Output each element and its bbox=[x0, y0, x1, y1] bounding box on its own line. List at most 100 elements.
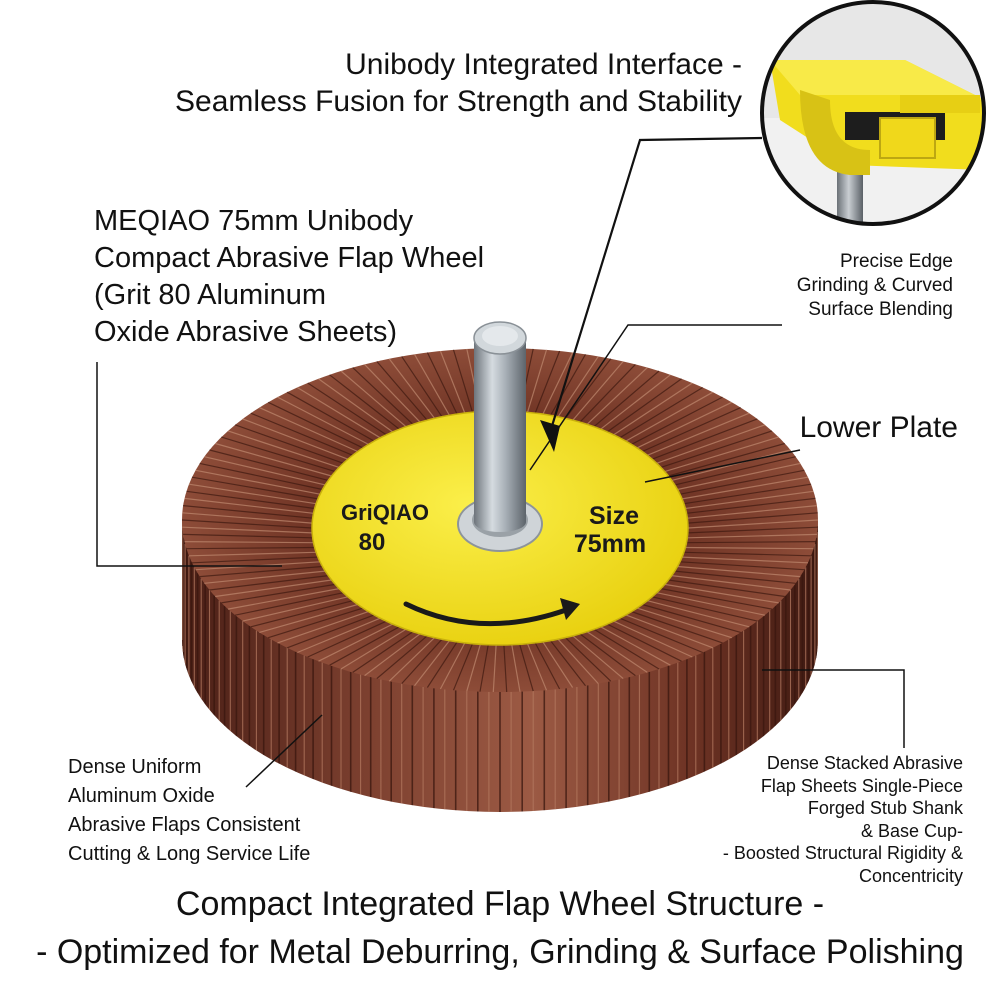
flap-line bbox=[376, 635, 428, 680]
leader-product bbox=[96, 362, 282, 567]
flap-line bbox=[364, 363, 421, 423]
flap-line bbox=[664, 436, 779, 473]
flap-line bbox=[636, 607, 732, 639]
flap-line bbox=[318, 623, 393, 662]
stack-callout-line: Forged Stub Shank bbox=[807, 798, 963, 818]
flap-line bbox=[550, 640, 586, 687]
flap-line bbox=[600, 374, 671, 430]
flap-line bbox=[204, 570, 326, 584]
flap-line bbox=[186, 546, 315, 550]
flap-line bbox=[188, 551, 317, 557]
flap-line bbox=[268, 607, 364, 639]
detail-inset-ring bbox=[760, 0, 986, 226]
detail-inset bbox=[762, 2, 984, 224]
flap-line bbox=[656, 424, 766, 464]
flap-line bbox=[572, 635, 624, 680]
flap-line bbox=[452, 349, 474, 413]
flap-line bbox=[625, 614, 714, 649]
flap-line bbox=[511, 644, 521, 692]
flap-line bbox=[631, 611, 723, 644]
flap-line bbox=[340, 370, 407, 428]
flap-line bbox=[329, 374, 400, 430]
flap-line bbox=[660, 588, 773, 610]
flap-line bbox=[188, 483, 317, 505]
flap-line bbox=[613, 382, 693, 436]
flap-line bbox=[550, 354, 587, 416]
flap-line bbox=[250, 600, 353, 628]
flap-line bbox=[184, 540, 314, 544]
flap-line bbox=[479, 644, 489, 692]
shaft-tip-face bbox=[482, 326, 518, 346]
flaps-callout-line: Dense Uniform bbox=[68, 756, 202, 778]
flap-line bbox=[352, 631, 414, 673]
flap-line bbox=[593, 370, 660, 428]
flap-line bbox=[557, 638, 599, 685]
flap-line bbox=[526, 349, 548, 413]
flap-line bbox=[191, 556, 318, 564]
stack-callout: Dense Stacked Abrasive Flap Sheets Singl… bbox=[640, 752, 963, 887]
flap-line bbox=[186, 490, 315, 510]
flap-line bbox=[204, 456, 326, 486]
flap-line bbox=[221, 583, 336, 604]
flap-line bbox=[452, 643, 474, 691]
flaps-callout-line: Aluminum Oxide bbox=[68, 785, 215, 807]
product-callout-line: MEQIAO 75mm Unibody bbox=[94, 205, 414, 237]
plate-size-value: 75mm bbox=[574, 530, 646, 558]
flap-line bbox=[250, 412, 353, 456]
shaft bbox=[474, 338, 526, 532]
flap-line bbox=[183, 505, 313, 519]
flap-line bbox=[259, 603, 358, 633]
flap-line bbox=[683, 483, 812, 505]
product-callout: MEQIAO 75mm Unibody Compact Abrasive Fla… bbox=[94, 203, 514, 351]
flap-line bbox=[625, 391, 714, 442]
flap-line bbox=[681, 476, 809, 500]
flap-line bbox=[600, 626, 671, 666]
flap-line bbox=[401, 356, 443, 418]
flap-line bbox=[619, 386, 704, 439]
flap-line bbox=[439, 350, 466, 414]
flap-line bbox=[642, 603, 741, 633]
flap-line bbox=[636, 401, 733, 449]
flap-line bbox=[683, 551, 812, 557]
flap-line bbox=[307, 620, 387, 658]
plate-size-label: Size bbox=[589, 502, 639, 530]
edge-callout: Precise Edge Grinding & Curved Surface B… bbox=[760, 250, 953, 322]
flap-line bbox=[671, 575, 791, 591]
flap-line bbox=[606, 378, 682, 433]
flap-line bbox=[277, 611, 369, 644]
flap-line bbox=[234, 424, 344, 464]
flap-rim bbox=[181, 347, 819, 693]
plate-brand: GriQIAO bbox=[341, 500, 429, 525]
flap-line bbox=[182, 526, 313, 534]
footer-line: - Optimized for Metal Deburring, Grindin… bbox=[36, 933, 964, 971]
flap-line bbox=[607, 623, 682, 662]
flap-line bbox=[668, 442, 785, 477]
flap-line bbox=[593, 628, 660, 670]
flaps-callout-line: Cutting & Long Service Life bbox=[68, 843, 311, 865]
rotation-arrow bbox=[403, 601, 569, 627]
flap-line bbox=[687, 533, 817, 539]
flap-line bbox=[492, 644, 497, 693]
footer-line: Compact Integrated Flap Wheel Structure … bbox=[175, 885, 825, 923]
flap-line bbox=[519, 644, 534, 692]
flap-line bbox=[340, 628, 407, 670]
flap-line bbox=[242, 596, 349, 622]
flaps-callout: Dense Uniform Aluminum Oxide Abrasive Fl… bbox=[68, 753, 398, 869]
flap-line bbox=[542, 641, 574, 688]
flap-line bbox=[414, 640, 450, 687]
flap-line bbox=[466, 644, 481, 692]
leader-lower-plate bbox=[644, 449, 801, 483]
flap-line bbox=[687, 512, 818, 524]
flap-line bbox=[267, 401, 364, 449]
flap-line bbox=[565, 358, 612, 419]
flap-line bbox=[572, 361, 624, 421]
flap-line bbox=[184, 497, 314, 514]
edge-callout-line: Precise Edge bbox=[839, 251, 953, 272]
flap-line bbox=[534, 642, 561, 690]
flap-line bbox=[651, 418, 758, 460]
flap-line bbox=[426, 641, 458, 688]
top-callout: Unibody Integrated Interface - Seamless … bbox=[150, 46, 742, 120]
flap-line bbox=[221, 436, 336, 473]
flap-line bbox=[286, 391, 375, 442]
lower-plate-callout: Lower Plate bbox=[760, 410, 958, 446]
